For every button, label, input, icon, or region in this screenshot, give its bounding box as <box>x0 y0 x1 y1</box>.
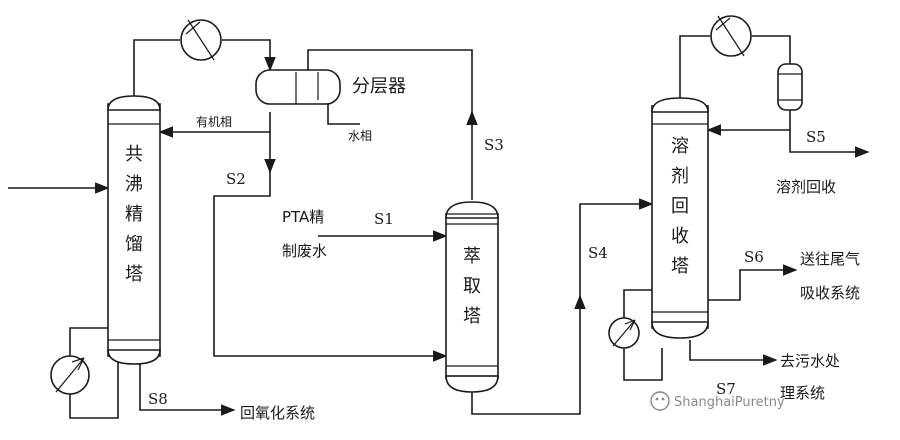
condenser-to-decanter-line <box>222 39 276 72</box>
aqueous-phase-line <box>327 104 360 125</box>
s7-line <box>689 340 778 366</box>
s8-line <box>139 362 236 416</box>
pta-feed-label-line2: 制废水 <box>282 242 327 260</box>
recovery-reboiler-line <box>623 289 652 318</box>
s5-line <box>789 130 870 158</box>
stream-label-s2: S2 <box>226 170 246 188</box>
watermark-text: ShanghaiPuretny <box>674 395 785 410</box>
azeotropic-reboiler-return <box>69 362 119 419</box>
extraction-column <box>445 201 499 393</box>
recovery-overhead-line <box>679 35 710 98</box>
watermark: ShanghaiPuretny <box>650 391 785 411</box>
organic-phase-label: 有机相 <box>196 115 232 129</box>
recovery-condenser-icon <box>710 15 752 57</box>
azeotropic-column-label: 共沸精馏塔 <box>125 144 143 285</box>
stream-label-s3: S3 <box>484 136 504 154</box>
azeotropic-reboiler-icon <box>50 355 90 395</box>
recovery-reboiler-icon <box>608 317 640 349</box>
aqueous-phase-label: 水相 <box>348 129 372 143</box>
pta-feed-label-line1: PTA精 <box>282 208 324 226</box>
decanter-label: 分层器 <box>352 76 406 97</box>
tail-gas-destination-line2: 吸收系统 <box>800 284 860 302</box>
azeotropic-reboiler-line <box>69 327 108 356</box>
stream-label-s4: S4 <box>588 244 608 262</box>
solvent-recovery-column <box>651 97 709 339</box>
stream-label-s7: S7 <box>716 380 736 398</box>
stream-label-s5: S5 <box>806 128 826 146</box>
s2-return-line <box>213 172 448 362</box>
wastewater-destination-line1: 去污水处 <box>780 352 840 370</box>
stream-label-s1: S1 <box>374 210 394 228</box>
recovery-reboiler-return <box>623 348 663 381</box>
extraction-column-label: 萃取塔 <box>463 246 481 327</box>
stream-label-s8: S8 <box>148 390 168 408</box>
recovery-condenser-line <box>752 35 791 64</box>
s4-line <box>471 294 586 415</box>
s6-line <box>708 264 798 301</box>
reflux-line <box>706 110 791 136</box>
azeotropic-column <box>107 95 161 365</box>
wastewater-destination-line2: 理系统 <box>780 384 825 402</box>
azeotropic-overhead-line <box>133 39 180 98</box>
stream-label-s6: S6 <box>744 248 764 266</box>
tail-gas-destination-line1: 送往尾气 <box>800 250 860 268</box>
decanter <box>255 69 341 105</box>
reoxidation-destination: 回氧化系统 <box>240 404 315 422</box>
s4-feed-line <box>579 198 654 300</box>
overhead-condenser-icon <box>180 19 222 61</box>
reflux-drum <box>777 63 803 111</box>
solvent-recovery-column-label: 溶剂回收塔 <box>671 136 689 277</box>
s3-to-decanter-line <box>307 49 473 112</box>
solvent-recovery-destination: 溶剂回收 <box>776 178 836 196</box>
